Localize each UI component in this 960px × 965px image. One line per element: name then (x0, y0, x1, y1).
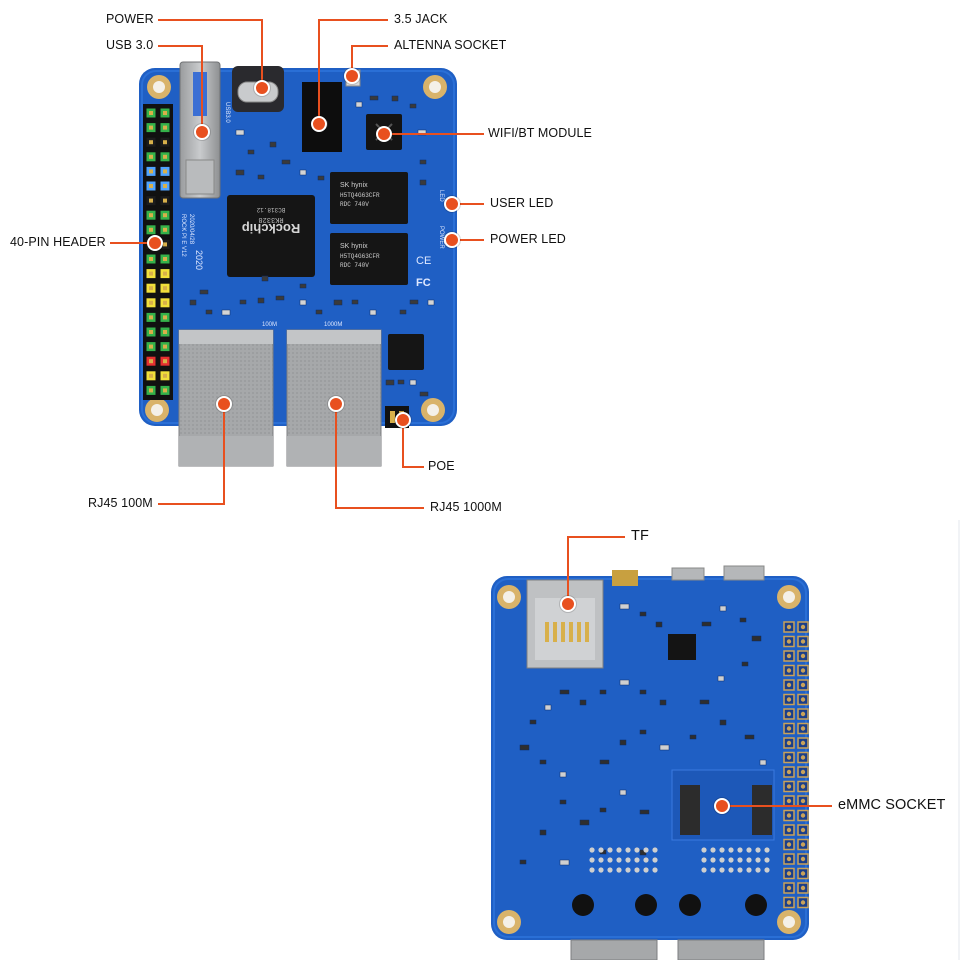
ram-chip-1: SK hynix H5TQ4G63CFR RDC 740V (330, 172, 408, 224)
label-jack35: 3.5 JACK (394, 12, 448, 26)
ram-part-text: H5TQ4G63CFR (340, 192, 380, 199)
callout-dot-rj45-100m (216, 396, 232, 412)
soc-model-text: RK3328 (258, 215, 283, 223)
silk-1000m: 1000M (324, 322, 342, 328)
silk-year: 2020 (194, 250, 204, 270)
page-edge-divider (958, 520, 960, 960)
leader-usb30 (158, 45, 203, 132)
leader-antenna (351, 45, 388, 76)
callout-dot-antenna (344, 68, 360, 84)
silk-usb: USB3.0 (224, 102, 230, 123)
soc-code-text: BC318.12 (256, 206, 285, 213)
label-user-led: USER LED (490, 196, 554, 210)
label-rj45-1000m: RJ45 1000M (430, 500, 502, 514)
tf-card-slot (526, 579, 604, 669)
ram-chip-2: SK hynix H5TQ4G63CFR RDC 740V (330, 233, 408, 285)
silk-led: LED (438, 190, 444, 202)
soc-brand-text: Rockchip (242, 221, 301, 236)
callout-dot-tf (560, 596, 576, 612)
label-antenna-socket: ALTENNA SOCKET (394, 38, 507, 52)
label-power: POWER (106, 12, 154, 26)
leader-tf (567, 536, 625, 604)
pin-header-pads (783, 621, 809, 909)
smd-components (189, 95, 435, 397)
callout-dot-poe (395, 412, 411, 428)
label-pin-header: 40-PIN HEADER (10, 235, 106, 249)
top-board: Rockchip RK3328 BC318.12 SK hynix H5TQ4G… (139, 61, 457, 467)
label-wifi-bt: WIFI/BT MODULE (488, 126, 592, 140)
silk-fc: FC (416, 277, 431, 289)
callout-dot-wifi (376, 126, 392, 142)
leader-lines (110, 19, 832, 807)
soc-chip: Rockchip RK3328 BC318.12 (227, 195, 315, 277)
callout-dot-jack (311, 116, 327, 132)
leader-poe (402, 420, 424, 468)
label-usb30: USB 3.0 (106, 38, 154, 52)
silk-ce: CE (416, 255, 431, 267)
silk-100m: 100M (262, 322, 277, 328)
silk-power: POWER (438, 226, 444, 249)
mounting-holes (145, 75, 447, 422)
label-power-led: POWER LED (490, 232, 566, 246)
callout-dot-power-led (444, 232, 460, 248)
ram-brand-text: SK hynix (340, 243, 368, 250)
leader-rj45-1000m (335, 404, 424, 509)
ethernet-phy-chip (388, 334, 424, 370)
through-holes (589, 847, 770, 873)
leader-power (158, 19, 263, 88)
callout-dot-pin-header (147, 235, 163, 251)
smd-components-bottom (519, 603, 767, 866)
label-poe: POE (428, 459, 455, 473)
leader-jack35 (318, 19, 388, 124)
ram-code-text: RDC 740V (340, 262, 369, 269)
solder-joints (572, 894, 767, 916)
label-rj45-100m: RJ45 100M (88, 496, 153, 510)
ram-brand-text: SK hynix (340, 182, 368, 189)
bottom-board (491, 565, 809, 961)
leader-rj45-100m (158, 404, 225, 505)
rj45-1000m-port (286, 329, 382, 467)
ram-code-text: RDC 740V (340, 201, 369, 208)
callout-dot-usb30 (194, 124, 210, 140)
callout-dot-power (254, 80, 270, 96)
silk-board-date: 2020/04/28 (188, 214, 194, 245)
callout-dot-user-led (444, 196, 460, 212)
ram-part-text: H5TQ4G63CFR (340, 253, 380, 260)
callout-dot-rj45-1000m (328, 396, 344, 412)
label-tf: TF (631, 528, 649, 544)
silk-board-name: ROCK PI E V12 (180, 214, 186, 257)
pin-header (143, 104, 173, 400)
label-emmc-socket: eMMC SOCKET (838, 797, 946, 813)
callout-dot-emmc (714, 798, 730, 814)
